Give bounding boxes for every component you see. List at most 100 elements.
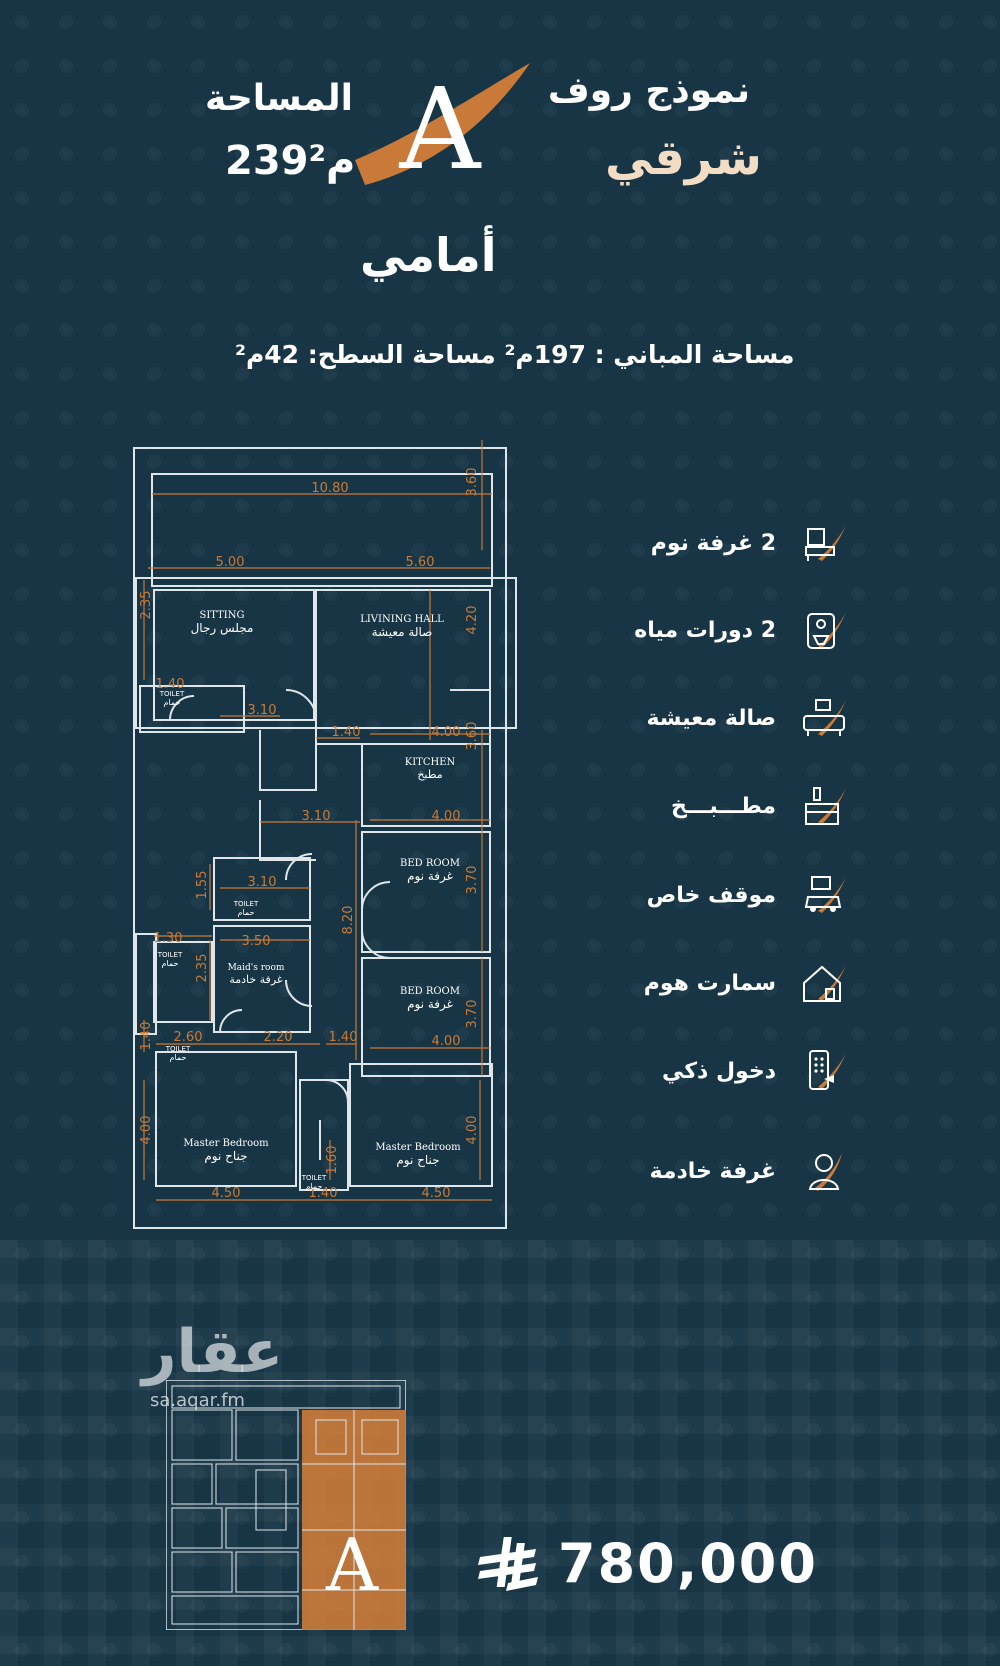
car-icon [804,876,846,913]
dim-label: 4.50 [212,1186,241,1201]
dim-label: 4.00 [432,1034,461,1049]
corridor [259,730,317,791]
dim-label: 1.40 [329,1030,358,1045]
feature-bedrooms: 2 غرفة نوم [528,515,848,571]
dim-label: 8.20 [341,906,356,935]
toilet-2 [213,857,311,921]
room-label-ar: مطبخ [417,768,442,781]
corridor-mid [259,800,316,861]
feature-label: غرفة خادمة [649,1158,777,1184]
room-label-en: BED ROOM [400,858,460,869]
model-direction: شرقي [604,130,762,186]
bathroom-icon [807,612,846,649]
toilet-label-en: TOILET [157,951,183,959]
outer-boundary [133,447,507,1229]
price: 780,000 [478,1528,818,1598]
bedroom-icon [805,525,846,561]
dim-label: 1.40 [309,1186,338,1201]
smart-home-icon [803,965,846,1002]
feature-label: سمارت هوم [643,970,776,996]
dim-label: 1.60 [325,1146,340,1175]
toilet-label-ar: حمام [306,1182,323,1191]
dim-label: 1.40 [156,677,185,692]
smart-entry-icon [809,1050,846,1090]
door-swing [285,979,313,1007]
door-swing [325,1079,349,1103]
toilet-label-ar: حمام [170,1053,187,1062]
room-label-ar: صالة معيشة [372,625,433,639]
toilet-3 [153,941,213,1023]
logo-swoosh [355,63,530,185]
dim-label: 3.60 [465,468,480,497]
dim-label: 3.10 [248,875,277,890]
price-value: 780,000 [558,1531,818,1595]
toilet-label-ar: حمام [164,698,181,707]
feature-label: مطـــبـــخ [670,793,776,819]
maid-icon [808,1153,842,1191]
dim-label: 5.00 [216,555,245,570]
room-label-en: Master Bedroom [375,1142,461,1153]
feature-kitchen: مطـــبـــخ [528,778,848,834]
dim-label: 2.35 [139,591,154,620]
toilet-5 [299,1079,349,1191]
feature-parking: موقف خاص [528,867,848,923]
toilet-label-en: TOILET [233,900,259,908]
area-stats: مساحة المباني : 197م² مساحة السطح: 42م² [235,340,795,369]
area-label: المساحة [205,78,353,119]
dim-label: 1.40 [332,725,361,740]
feature-label: 2 دورات مياه [634,617,776,643]
toilet-label-en: TOILET [301,1174,327,1182]
feature-label: دخول ذكي [661,1058,776,1084]
model-letter-logo: A [355,63,530,195]
dim-label: 4.00 [139,1116,154,1145]
room-label-ar: مجلس رجال [191,621,254,636]
dim-label: 2.60 [174,1030,203,1045]
dim-label: 5.60 [406,555,435,570]
feature-maid-room: غرفة خادمة [528,1143,848,1199]
floor-plan: 10.80 3.60 5.00 5.60 2.35 4.20 1.40 3.10… [133,440,517,1229]
room-label-en: LIVINING HALL [360,614,444,625]
feature-label: موقف خاص [646,882,776,908]
room-label-en: Maid's room [228,963,285,973]
site-plan-thumbnail: A [166,1380,406,1630]
plan-walls [133,447,517,1229]
room-label-en: SITTING [199,610,244,621]
toilet-1 [139,685,245,733]
feature-label: صالة معيشة [646,705,776,731]
door-swing [285,853,313,881]
maids-room [213,925,311,1033]
dim-label: 3.10 [248,703,277,718]
thumbnail-letter: A [325,1523,379,1607]
roof-area [151,473,493,587]
feature-smart-home: سمارت هوم [528,955,848,1011]
bedroom-1 [361,831,491,953]
dim-label: 3.50 [242,934,271,949]
facade-label: أمامي [360,228,497,282]
room-label-ar: جناح نوم [204,1149,247,1164]
sitting-room [153,589,315,721]
room-labels: SITTING مجلس رجال LIVINING HALL صالة معي… [157,610,461,1191]
room-label-ar: غرفة خادمة [229,973,283,986]
dim-label: 1.40 [139,1022,154,1051]
door-swing [361,929,391,959]
dim-label: 2.20 [264,1030,293,1045]
feature-label: 2 غرفة نوم [650,530,776,556]
kitchen-icon [805,787,846,825]
feature-living: صالة معيشة [528,690,848,746]
left-wing [135,933,157,1035]
master-bedroom-1 [155,1051,297,1187]
dim-label: 3.70 [465,1000,480,1029]
model-letter: A [399,65,482,195]
area-value: 239م² [225,138,356,184]
toilet-label-ar: حمام [238,908,255,917]
background-squares [0,1240,1000,1666]
feature-smart-entry: دخول ذكي [528,1043,848,1099]
dim-label: 4.00 [432,725,461,740]
kitchen [361,743,491,827]
dim-label: 1.55 [195,871,210,900]
dimension-lines [143,440,492,1201]
room-label-en: KITCHEN [405,757,456,768]
door-swing [361,881,391,911]
dim-label: 4.20 [465,606,480,635]
room-label-ar: جناح نوم [396,1153,439,1168]
